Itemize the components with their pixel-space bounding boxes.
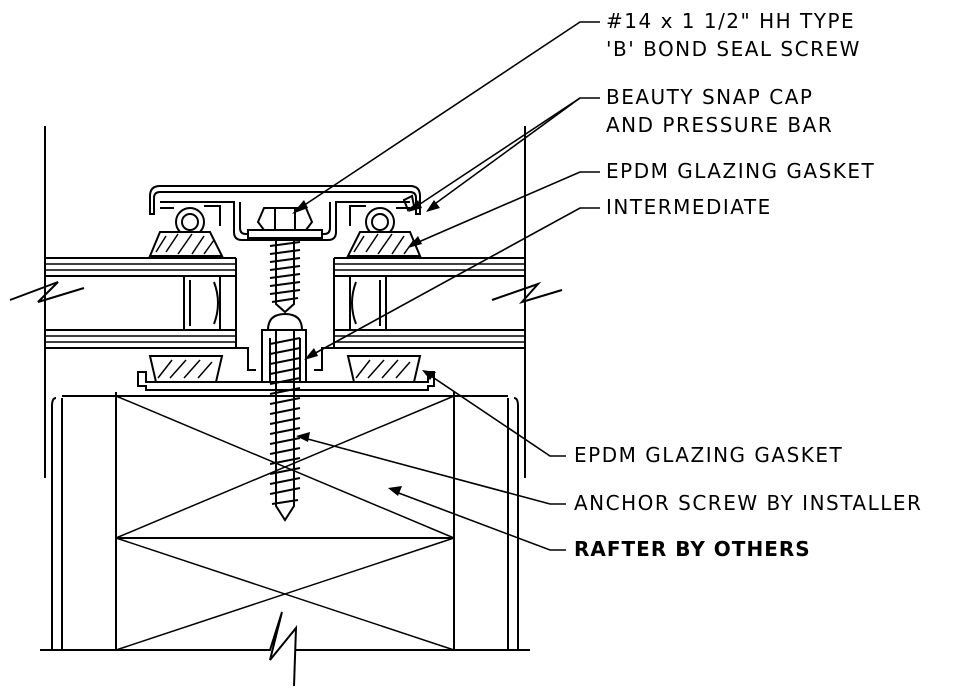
- rafter: [40, 392, 530, 687]
- bond-seal-screw: [247, 207, 323, 314]
- label-gasket-top: EPDM GLAZING GASKET: [606, 159, 875, 183]
- label-screw-line2: 'B' BOND SEAL SCREW: [606, 37, 861, 61]
- leader-screw: [292, 21, 600, 214]
- anchor-screw: [269, 330, 301, 522]
- leader-cap: [408, 97, 600, 212]
- leader-rafter: [388, 486, 566, 551]
- left-glazing-panel: [9, 257, 237, 349]
- leader-anchor: [296, 432, 566, 505]
- label-rafter: RAFTER BY OTHERS: [574, 537, 811, 561]
- beauty-snap-cap: [149, 185, 421, 241]
- label-anchor-screw: ANCHOR SCREW BY INSTALLER: [574, 491, 922, 515]
- leader-gasket-bottom: [422, 370, 566, 457]
- bottom-gasket-left: [148, 355, 224, 383]
- label-cap-line2: AND PRESSURE BAR: [606, 113, 833, 137]
- right-glazing-panel: [333, 257, 563, 349]
- leader-intermediate: [304, 207, 600, 360]
- label-screw-line1: #14 x 1 1/2" HH TYPE: [606, 9, 855, 33]
- intermediate-extrusion: [137, 312, 435, 391]
- leader-gasket-top: [408, 171, 600, 248]
- label-intermediate: INTERMEDIATE: [606, 195, 772, 219]
- top-gasket-left: [148, 231, 224, 257]
- label-cap-line1: BEAUTY SNAP CAP: [606, 85, 813, 109]
- bottom-gasket-right: [346, 355, 422, 383]
- label-gasket-bottom: EPDM GLAZING GASKET: [574, 443, 843, 467]
- top-gasket-right: [346, 231, 422, 257]
